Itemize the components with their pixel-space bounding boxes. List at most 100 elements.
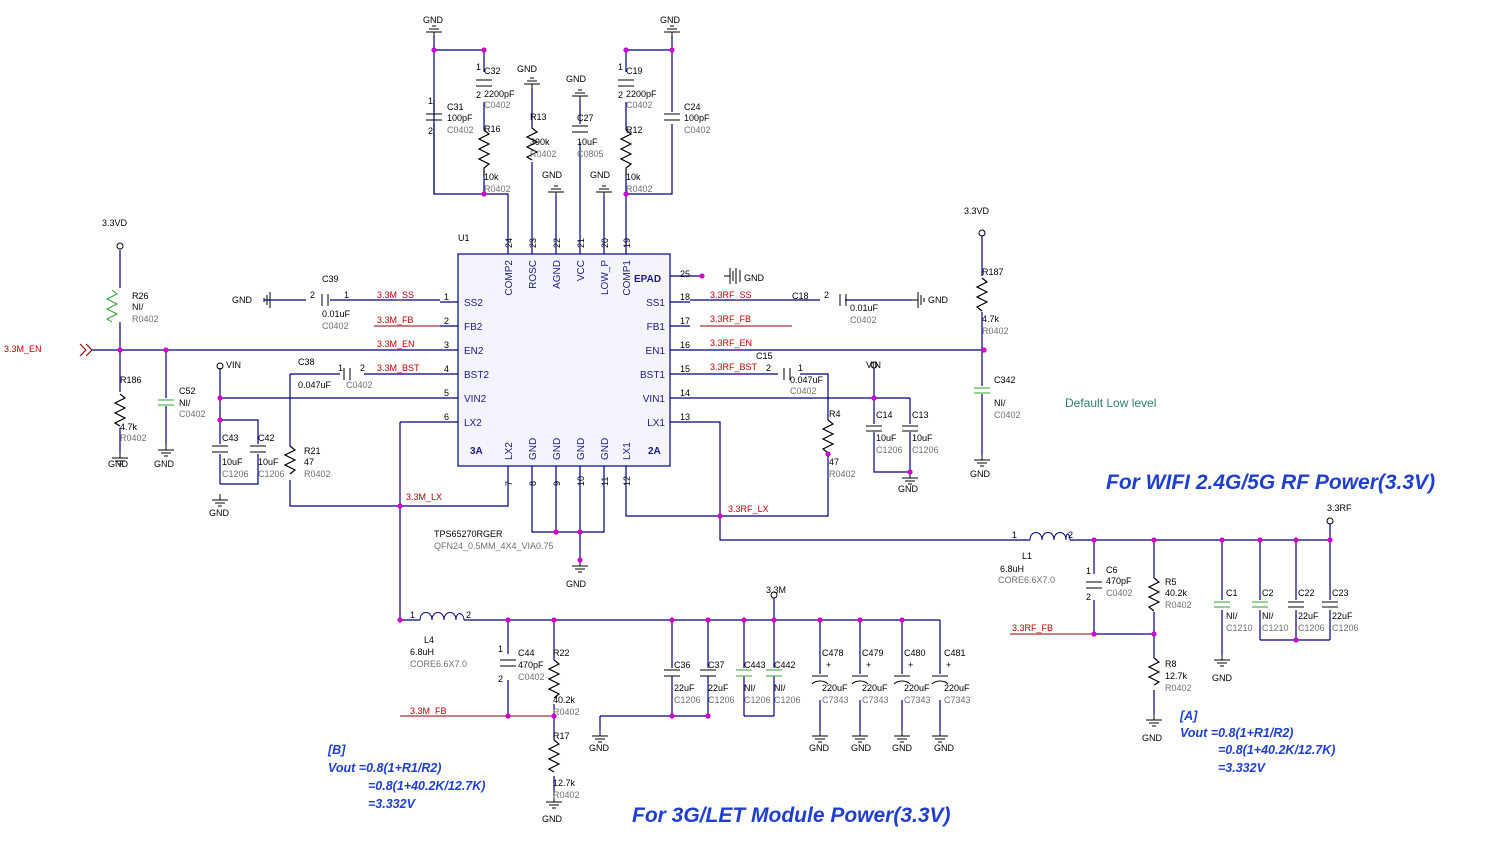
svg-text:=0.8(1+40.2K/12.7K): =0.8(1+40.2K/12.7K) bbox=[368, 779, 485, 793]
ic-pin-label: GND bbox=[576, 438, 587, 460]
ic-pin-number: 16 bbox=[680, 340, 690, 350]
svg-text:R12: R12 bbox=[626, 125, 643, 135]
svg-text:L4: L4 bbox=[424, 635, 434, 645]
ic-pin-label: VIN2 bbox=[464, 394, 487, 405]
ic-pins: SS21FB22EN23BST24VIN25LX26SS118FB117EN11… bbox=[444, 238, 690, 486]
svg-text:R16: R16 bbox=[484, 124, 501, 134]
svg-text:2: 2 bbox=[1068, 530, 1073, 540]
gnd-label: GND bbox=[108, 459, 129, 469]
svg-text:C1210: C1210 bbox=[1262, 623, 1289, 633]
svg-text:1: 1 bbox=[798, 363, 803, 373]
gnd-label: GND bbox=[517, 64, 538, 74]
ic-pin-label: LX2 bbox=[464, 418, 482, 429]
svg-text:220uF: 220uF bbox=[904, 683, 930, 693]
svg-text:+: + bbox=[908, 660, 913, 670]
ground-symbol bbox=[902, 472, 918, 485]
svg-text:R186: R186 bbox=[120, 375, 142, 385]
gnd-label: GND bbox=[566, 74, 587, 84]
svg-text:R0402: R0402 bbox=[553, 790, 580, 800]
junction-dot bbox=[1293, 537, 1299, 543]
ic-pin-label: LX2 bbox=[504, 442, 515, 460]
gnd-label: GND bbox=[809, 743, 830, 753]
ic-pin-number: 22 bbox=[552, 238, 562, 248]
ground-symbol bbox=[932, 730, 948, 743]
gnd-label: GND bbox=[928, 295, 949, 305]
ic-pin-label: EN2 bbox=[464, 346, 484, 357]
svg-text:NI/: NI/ bbox=[1262, 611, 1274, 621]
svg-text:C0402: C0402 bbox=[179, 409, 206, 419]
ground-symbol bbox=[664, 25, 680, 38]
ic-pin-number: 5 bbox=[444, 388, 449, 398]
vin-label: VIN bbox=[226, 360, 241, 370]
svg-text:22uF: 22uF bbox=[674, 683, 695, 693]
svg-text:C24: C24 bbox=[684, 102, 701, 112]
ic-pin-number: 24 bbox=[504, 238, 514, 248]
svg-text:10uF: 10uF bbox=[912, 433, 933, 443]
svg-text:R0402: R0402 bbox=[1165, 683, 1192, 693]
svg-text:2200pF: 2200pF bbox=[484, 89, 515, 99]
svg-text:R0402: R0402 bbox=[132, 314, 159, 324]
svg-text:6.8uH: 6.8uH bbox=[1000, 564, 1024, 574]
default-low-note: Default Low level bbox=[1065, 396, 1156, 410]
svg-text:=3.332V: =3.332V bbox=[368, 797, 417, 811]
net-m-lx: 3.3M_LX bbox=[406, 492, 442, 502]
svg-text:100pF: 100pF bbox=[447, 113, 473, 123]
svg-text:C443: C443 bbox=[744, 660, 766, 670]
svg-text:R0402: R0402 bbox=[1165, 600, 1192, 610]
ic-part: TPS65270RGER bbox=[434, 529, 503, 539]
svg-text:0.01uF: 0.01uF bbox=[322, 309, 351, 319]
svg-text:12.7k: 12.7k bbox=[553, 778, 576, 788]
junction-dot bbox=[553, 529, 559, 535]
svg-text:C37: C37 bbox=[708, 660, 725, 670]
ic-pin-number: 13 bbox=[680, 412, 690, 422]
svg-text:2: 2 bbox=[466, 610, 471, 620]
junction-dot bbox=[669, 47, 675, 53]
ic-u1[interactable]: U1 TPS65270RGER QFN24_0.5MM_4X4_VIA0.75 … bbox=[434, 233, 690, 551]
svg-text:10uF: 10uF bbox=[577, 137, 598, 147]
svg-text:C1206: C1206 bbox=[222, 469, 249, 479]
